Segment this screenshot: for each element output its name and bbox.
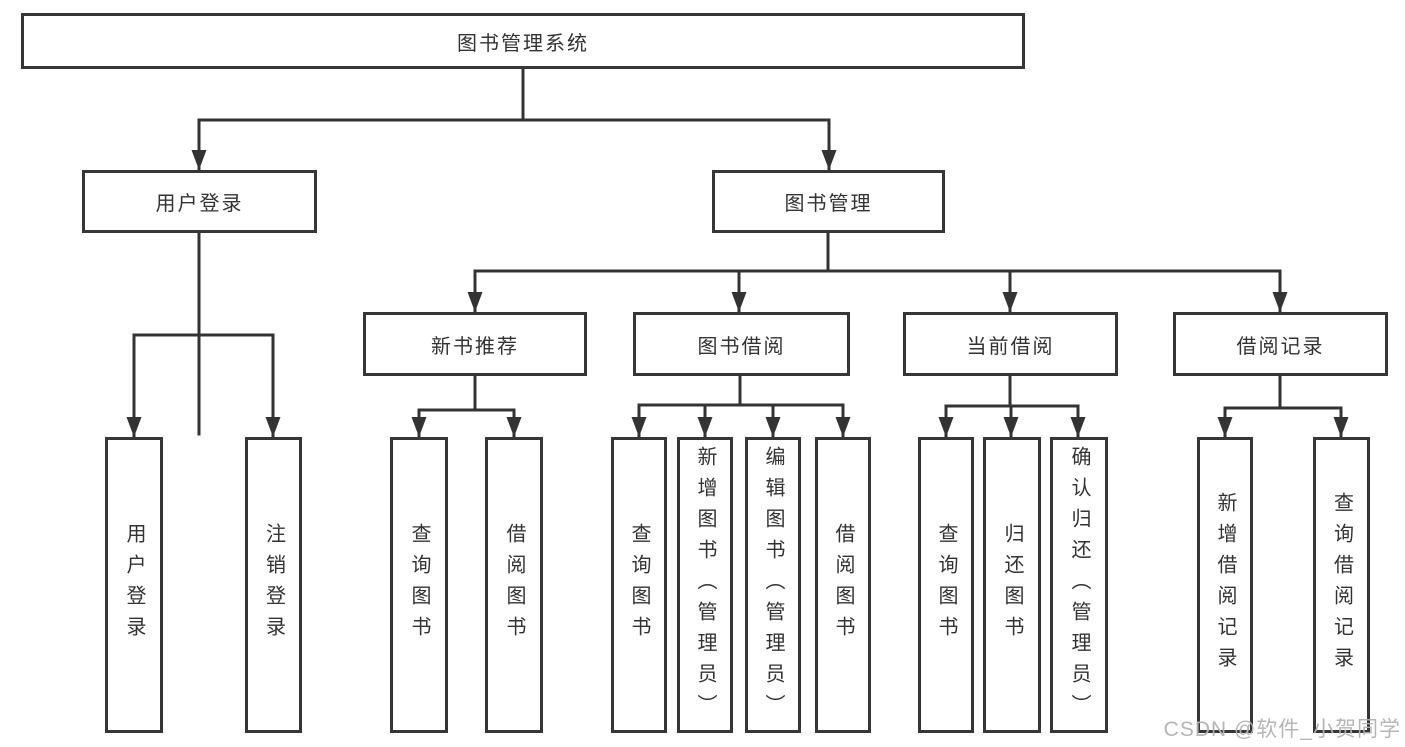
leaf-borrow-add-books-admin: 新增图书（管理员） — [677, 437, 733, 733]
arrow-down-icon — [938, 417, 954, 437]
leaf-records-add: 新增借阅记录 — [1197, 437, 1253, 733]
arrow-down-icon — [467, 292, 483, 312]
node-label: 借阅图书 — [832, 523, 854, 647]
node-label: 当前借阅 — [966, 335, 1055, 358]
node-label: 借阅图书 — [503, 523, 525, 647]
leaf-current-query-books: 查询图书 — [918, 437, 974, 733]
leaf-current-return-books: 归还图书 — [983, 437, 1041, 733]
arrow-down-icon — [411, 417, 427, 437]
node-book-management: 图书管理 — [712, 170, 945, 233]
arrowheads — [126, 150, 1349, 437]
leaf-logout: 注销登录 — [245, 437, 302, 733]
node-label: 注销登录 — [262, 523, 285, 647]
arrow-down-icon — [731, 292, 747, 312]
leaf-borrow-borrow-books: 借阅图书 — [815, 437, 871, 733]
arrow-down-icon — [765, 417, 781, 437]
connector-paths — [132, 67, 1343, 439]
node-borrow-records: 借阅记录 — [1173, 312, 1388, 376]
arrow-down-icon — [1333, 417, 1349, 437]
connector-borrow-records-children — [1223, 374, 1343, 439]
connector-book-borrow-children — [637, 374, 845, 439]
node-label: 新增借阅记录 — [1214, 492, 1236, 678]
arrow-down-icon — [631, 417, 647, 437]
node-label: 确认归还（管理员） — [1068, 445, 1090, 725]
node-label: 图书管理系统 — [457, 32, 589, 55]
node-new-book-recommend: 新书推荐 — [363, 312, 587, 376]
leaf-new-books-borrow: 借阅图书 — [485, 437, 543, 733]
connector-new-books-children — [417, 374, 516, 439]
arrow-down-icon — [1003, 417, 1019, 437]
connector-book-mgmt-children — [473, 231, 1282, 314]
node-label: 编辑图书（管理员） — [762, 445, 784, 725]
node-user-login: 用户登录 — [82, 170, 317, 233]
node-label: 用户登录 — [155, 193, 244, 215]
node-label: 图书管理 — [784, 193, 873, 215]
node-current-borrow: 当前借阅 — [903, 312, 1118, 376]
node-label: 查询图书 — [628, 523, 650, 647]
arrow-down-icon — [1002, 292, 1018, 312]
arrow-down-icon — [697, 417, 713, 437]
node-label: 图书借阅 — [697, 335, 786, 358]
arrow-down-icon — [265, 417, 281, 437]
node-label: 新书推荐 — [431, 335, 519, 358]
node-label: 新增图书（管理员） — [694, 445, 716, 725]
arrow-down-icon — [1272, 292, 1288, 312]
arrow-down-icon — [835, 417, 851, 437]
leaf-borrow-edit-books-admin: 编辑图书（管理员） — [745, 437, 801, 733]
connector-root-to-level2-left — [197, 67, 831, 436]
node-label: 查询图书 — [408, 523, 430, 647]
leaf-borrow-query-books: 查询图书 — [611, 437, 667, 733]
arrow-down-icon — [506, 417, 522, 437]
leaf-new-books-query: 查询图书 — [390, 437, 448, 733]
node-label: 查询图书 — [935, 523, 957, 647]
csdn-watermark: CSDN @软件_小贺同学 — [1163, 718, 1401, 741]
node-root-system: 图书管理系统 — [21, 13, 1025, 69]
node-label: 用户登录 — [123, 523, 145, 647]
arrow-down-icon — [821, 150, 837, 170]
leaf-records-query: 查询借阅记录 — [1313, 437, 1370, 733]
node-book-borrow: 图书借阅 — [633, 312, 850, 376]
node-label: 归还图书 — [1001, 523, 1023, 647]
connector-user-login-children — [132, 231, 275, 439]
node-label: 查询借阅记录 — [1330, 492, 1353, 678]
node-label: 借阅记录 — [1236, 335, 1325, 358]
arrow-down-icon — [191, 150, 207, 170]
arrow-down-icon — [126, 417, 142, 437]
arrow-down-icon — [1217, 417, 1233, 437]
leaf-user-login: 用户登录 — [105, 437, 163, 733]
leaf-current-confirm-return-admin: 确认归还（管理员） — [1050, 437, 1108, 733]
arrow-down-icon — [1070, 417, 1086, 437]
